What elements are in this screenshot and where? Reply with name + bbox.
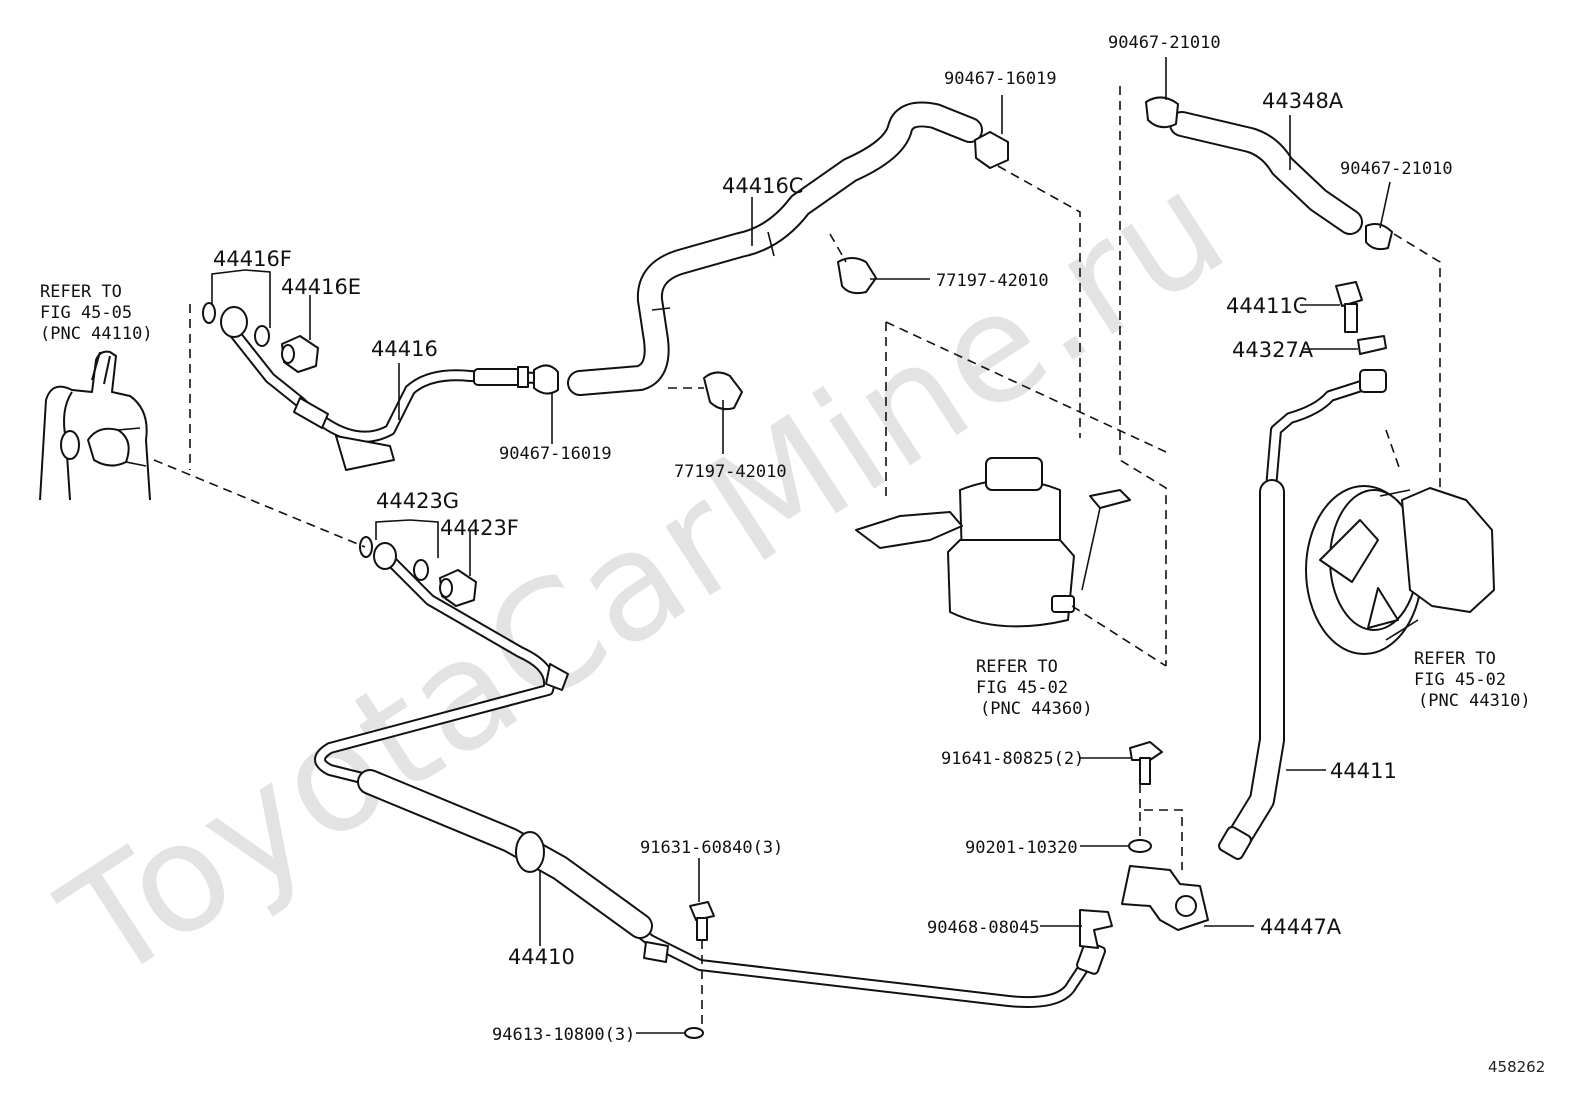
label-90467-21010-right: 90467-21010: [1340, 159, 1453, 179]
ref-pump-line3: (PNC 44310): [1418, 691, 1531, 711]
ref-reservoir-line3: (PNC 44360): [980, 699, 1093, 719]
label-44411: 44411: [1330, 759, 1397, 783]
label-90467-21010-top: 90467-21010: [1108, 33, 1221, 53]
washer-90201-10320: [1128, 839, 1152, 853]
union-bolt-44423f: [439, 569, 477, 607]
clamp-77197-42010-right: [837, 257, 877, 295]
label-77197-42010-bottom: 77197-42010: [674, 462, 787, 482]
gasket-44327a: [1357, 335, 1387, 355]
hose-44411: [1218, 369, 1387, 860]
steering-gear-illustration: [39, 350, 151, 501]
label-90468-08045: 90468-08045: [927, 918, 1040, 938]
clamp-90468-08045: [1079, 909, 1113, 949]
label-90467-16019-bottom: 90467-16019: [499, 444, 612, 464]
pipe-44410: [314, 542, 1106, 1009]
reservoir-illustration: [855, 457, 1131, 628]
pipe-44416: [220, 306, 546, 471]
label-91631-60840: 91631-60840(3): [640, 838, 783, 858]
label-44416: 44416: [371, 337, 438, 361]
gasket-44416f-b: [254, 325, 270, 347]
ref-pump-line2: FIG 45-02: [1414, 670, 1506, 690]
ref-note-pump: REFER TO FIG 45-02 (PNC 44310): [1414, 649, 1531, 711]
clamp-90467-16019-bottom: [533, 364, 559, 395]
leader-lines: [211, 57, 1391, 1034]
ref-gear-line3: (PNC 44110): [40, 324, 153, 344]
bolt-44411c: [1335, 281, 1363, 333]
gasket-44423g-b: [413, 559, 429, 581]
gasket-44416f-a: [202, 302, 216, 324]
ref-note-reservoir: REFER TO FIG 45-02 (PNC 44360): [976, 657, 1093, 719]
label-44423f: 44423F: [440, 516, 519, 540]
label-94613-10800: 94613-10800(3): [492, 1025, 635, 1045]
label-77197-42010-right: 77197-42010: [936, 271, 1049, 291]
pump-illustration: [1305, 485, 1495, 655]
ref-reservoir-line1: REFER TO: [976, 657, 1058, 677]
gasket-44423g-a: [359, 536, 373, 558]
label-44348a: 44348A: [1262, 89, 1344, 113]
label-90467-16019-top: 90467-16019: [944, 69, 1057, 89]
clamp-77197-42010-bottom: [703, 371, 743, 411]
label-90201-10320: 90201-10320: [965, 838, 1078, 858]
bolt-91631-60840: [689, 901, 715, 941]
label-44411c: 44411C: [1226, 294, 1307, 318]
hose-44348a: [1169, 111, 1363, 235]
label-44410: 44410: [508, 945, 575, 969]
union-bolt-44416e: [281, 335, 319, 373]
clamp-90467-21010-right: [1365, 223, 1393, 251]
label-44416e: 44416E: [281, 275, 361, 299]
label-44327a: 44327A: [1232, 338, 1314, 362]
bracket-44447a: [1121, 865, 1209, 931]
ref-note-gear: REFER TO FIG 45-05 (PNC 44110): [40, 282, 153, 344]
label-91641-80825: 91641-80825(2): [941, 749, 1084, 769]
diagram-id: 458262: [1488, 1058, 1545, 1076]
label-44423g: 44423G: [376, 489, 459, 513]
clamp-90467-21010-top: [1145, 96, 1179, 129]
washer-94613-10800: [684, 1027, 704, 1039]
label-44416c: 44416C: [722, 174, 803, 198]
bolt-91641-80825: [1129, 741, 1163, 785]
ref-reservoir-line2: FIG 45-02: [976, 678, 1068, 698]
ref-gear-line1: REFER TO: [40, 282, 122, 302]
hose-44416c: [567, 101, 983, 396]
clamp-90467-16019-top: [974, 131, 1009, 169]
ref-pump-line1: REFER TO: [1414, 649, 1496, 669]
ref-gear-line2: FIG 45-05: [40, 303, 132, 323]
label-44416f: 44416F: [213, 247, 292, 271]
assembly-dashed-lines: [153, 86, 1441, 1024]
label-44447a: 44447A: [1260, 915, 1342, 939]
